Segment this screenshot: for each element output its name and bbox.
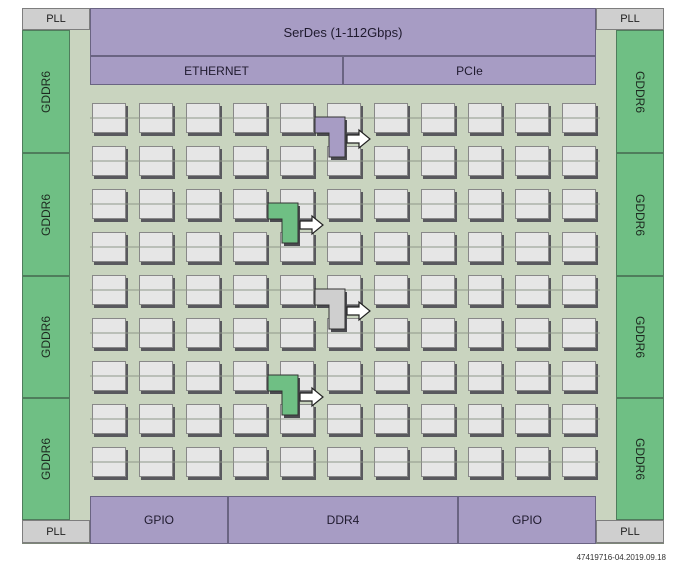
gddr6-right-2: GDDR6 (616, 153, 664, 276)
gpio-left-block: GPIO (90, 496, 228, 544)
arrow-right-icon (299, 214, 324, 236)
gddr6-left-1: GDDR6 (22, 30, 70, 153)
ethernet-block: ETHERNET (90, 56, 343, 85)
figure-id: 47419716-04.2019.09.18 (576, 553, 666, 562)
pll-bottom-right: PLL (596, 520, 664, 543)
data-packet (314, 116, 371, 160)
gddr6-left-3: GDDR6 (22, 276, 70, 398)
data-packet (267, 202, 324, 246)
data-packet (314, 288, 371, 332)
arrow-right-icon (299, 386, 324, 408)
gddr6-right-4: GDDR6 (616, 398, 664, 520)
data-packet (267, 374, 324, 418)
packet-body (267, 374, 299, 416)
serdes-block: SerDes (1-112Gbps) (90, 8, 596, 56)
pll-top-left: PLL (22, 8, 90, 30)
gddr6-left-4: GDDR6 (22, 398, 70, 520)
packet-body (314, 288, 346, 330)
gddr6-left-2: GDDR6 (22, 153, 70, 276)
packet-body (314, 116, 346, 158)
pcie-block: PCIe (343, 56, 596, 85)
gddr6-right-3: GDDR6 (616, 276, 664, 398)
gddr6-right-1: GDDR6 (616, 30, 664, 153)
arrow-right-icon (346, 300, 371, 322)
pll-bottom-left: PLL (22, 520, 90, 543)
arrow-right-icon (346, 128, 371, 150)
gpio-right-block: GPIO (458, 496, 596, 544)
pll-top-right: PLL (596, 8, 664, 30)
packet-body (267, 202, 299, 244)
ddr4-block: DDR4 (228, 496, 458, 544)
